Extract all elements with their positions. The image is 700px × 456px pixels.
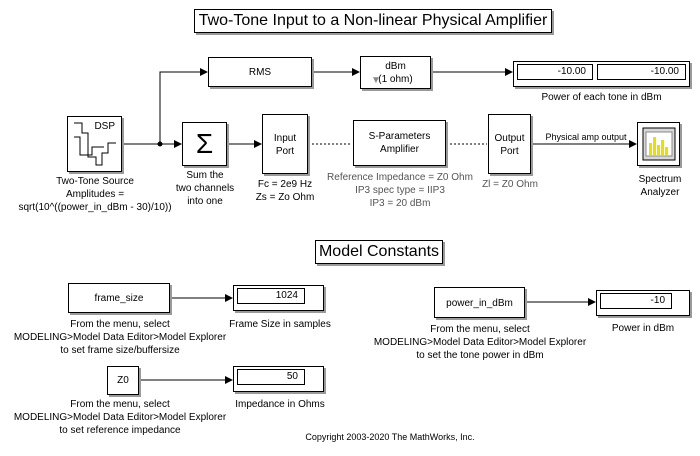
output-port-label: Output Port	[494, 133, 525, 157]
dbm-block[interactable]: dBm (1 ohm) ▼	[360, 56, 431, 89]
dsp-label: DSP	[94, 121, 115, 132]
frame-size-constant-block[interactable]: frame_size	[68, 283, 170, 313]
power-display-caption: Power of each tone in dBm	[541, 92, 662, 103]
stair-signal-icon	[74, 122, 116, 166]
dbm-label: dBm (1 ohm)	[378, 61, 413, 85]
z0-constant-block[interactable]: Z0	[107, 366, 139, 395]
sparameters-amplifier-block[interactable]: S-Parameters Amplifier	[353, 120, 446, 166]
frame-size-display-caption: Frame Size in samples	[229, 319, 331, 330]
frame-size-label: frame_size	[94, 293, 144, 304]
input-port-block[interactable]: Input Port	[262, 114, 308, 174]
physical-amp-output-label: Physical amp output	[545, 132, 627, 142]
spectrum-analyzer-block[interactable]	[637, 122, 680, 166]
wire-branch-rms	[159, 68, 208, 144]
spectrum-analyzer-caption: Spectrum Analyzer	[638, 174, 682, 198]
power-display-value-2: -10.00	[597, 64, 686, 80]
power-in-display-caption: Power in dBm	[611, 323, 675, 334]
sum-block[interactable]: Σ	[182, 122, 227, 166]
spectrum-screen-icon	[642, 127, 676, 161]
power-in-dbm-label: power_in_dBm	[446, 298, 513, 309]
sum-caption: Sum the two channels into one	[175, 170, 235, 207]
output-port-block[interactable]: Output Port	[488, 114, 531, 174]
power-in-display-value: -10	[600, 293, 672, 309]
rms-block[interactable]: RMS	[208, 57, 312, 87]
section-title-model-constants: Model Constants	[315, 240, 443, 264]
z0-display-caption: Impedance in Ohms	[235, 399, 325, 410]
frame-size-display-block[interactable]: 1024	[233, 285, 324, 311]
two-tone-source-block[interactable]: DSP	[67, 116, 122, 172]
frame-size-display-value: 1024	[237, 288, 305, 304]
power-in-dbm-constant-block[interactable]: power_in_dBm	[434, 287, 525, 318]
z0-display-block[interactable]: 50	[233, 366, 324, 392]
z0-caption: From the menu, select MODELING>Model Dat…	[13, 399, 227, 436]
rms-label: RMS	[248, 67, 272, 78]
frame-size-caption: From the menu, select MODELING>Model Dat…	[13, 319, 227, 356]
sparam-label: S-Parameters Amplifier	[368, 131, 431, 155]
power-in-display-block[interactable]: -10	[596, 290, 690, 316]
sparam-caption: Reference Impedance = Z0 Ohm IP3 spec ty…	[327, 172, 473, 209]
diagram-title: Two-Tone Input to a Non-linear Physical …	[194, 9, 552, 33]
input-port-caption: Fc = 2e9 Hz Zs = Zo Ohm	[255, 179, 315, 203]
input-port-label: Input Port	[273, 133, 297, 157]
down-arrow-icon: ▼	[371, 75, 381, 86]
copyright-text: Copyright 2003-2020 The MathWorks, Inc.	[305, 432, 475, 442]
source-caption: Two-Tone Source Amplitudes = sqrt(10^((p…	[18, 176, 172, 213]
z0-display-value: 50	[237, 369, 305, 385]
power-display-value-1: -10.00	[517, 64, 593, 80]
z0-label: Z0	[117, 375, 129, 386]
power-display-block[interactable]: -10.00 -10.00	[513, 61, 690, 87]
power-in-dbm-caption: From the menu, select MODELING>Model Dat…	[373, 324, 587, 361]
sigma-icon: Σ	[195, 128, 214, 159]
output-port-caption: Zl = Z0 Ohm	[482, 179, 538, 190]
